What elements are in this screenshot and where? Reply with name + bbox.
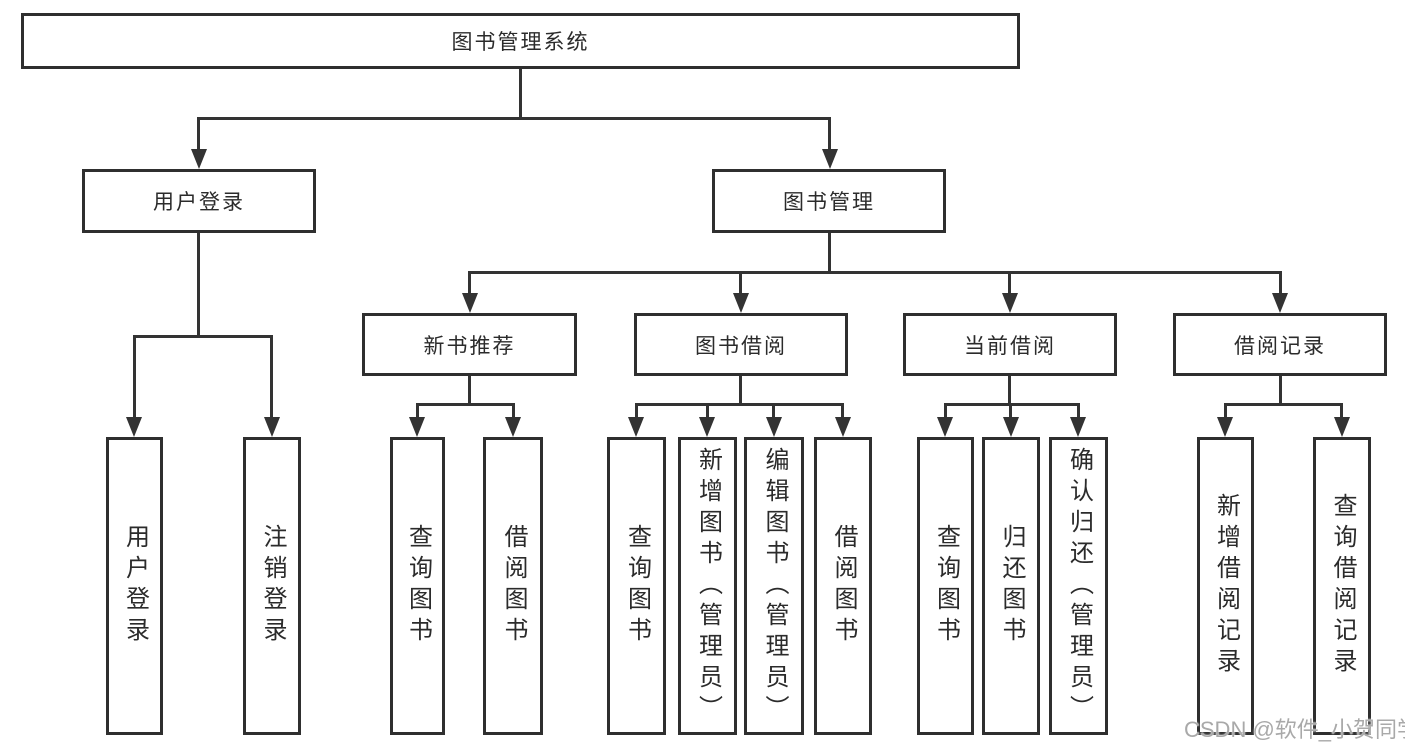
arrow-down-icon [733,293,749,313]
arrow-down-icon [1272,293,1288,313]
node-query-book-current: 查询图书 [917,437,974,735]
connector-line [739,271,742,295]
arrow-down-icon [191,149,207,169]
connector-line [706,403,709,419]
connector-line [1279,271,1282,295]
connector-line [519,66,522,120]
node-add-borrow-record: 新增借阅记录 [1197,437,1254,735]
node-borrow-book-recommend: 借阅图书 [483,437,543,735]
connector-line [1009,403,1012,419]
connector-line [635,403,844,406]
node-query-book-recommend: 查询图书 [390,437,445,735]
node-current-borrowing: 当前借阅 [903,313,1117,376]
arrow-down-icon [126,417,142,437]
connector-line [416,403,515,406]
connector-line [133,335,136,419]
connector-line [416,403,419,419]
node-book-management-system: 图书管理系统 [21,13,1020,69]
node-borrow-book: 借阅图书 [814,437,872,735]
connector-line [197,117,831,120]
connector-line [1077,403,1080,419]
node-user-login: 用户登录 [106,437,163,735]
connector-line [133,335,273,338]
connector-line [1008,271,1011,295]
arrow-down-icon [462,293,478,313]
connector-line [739,374,742,406]
arrow-down-icon [1217,417,1233,437]
node-new-book-recommend: 新书推荐 [362,313,577,376]
connector-line [828,117,831,151]
connector-line [270,335,273,419]
arrow-down-icon [409,417,425,437]
connector-line [635,403,638,419]
arrow-down-icon [835,417,851,437]
arrow-down-icon [766,417,782,437]
connector-line [944,403,947,419]
node-add-book-admin: 新增图书（管理员） [678,437,737,735]
arrow-down-icon [1002,293,1018,313]
node-edit-book-admin: 编辑图书（管理员） [744,437,804,735]
connector-line [468,374,471,406]
arrow-down-icon [1003,417,1019,437]
arrow-down-icon [822,149,838,169]
connector-line [197,230,200,338]
arrow-down-icon [1334,417,1350,437]
connector-line [1224,403,1343,406]
connector-line [468,271,471,295]
connector-line [1279,374,1282,406]
node-confirm-return-admin: 确认归还（管理员） [1049,437,1108,735]
connector-line [197,117,200,151]
arrow-down-icon [505,417,521,437]
watermark: CSDN @软件_小贺同学 [1184,717,1405,742]
node-user-login-group: 用户登录 [82,169,316,233]
connector-line [1224,403,1227,419]
connector-line [468,271,1282,274]
arrow-down-icon [1070,417,1086,437]
connector-line [1340,403,1343,419]
node-return-book: 归还图书 [982,437,1040,735]
connector-line [828,230,831,274]
node-query-borrow-record: 查询借阅记录 [1313,437,1371,735]
connector-line [512,403,515,419]
connector-line [772,403,775,419]
connector-line [841,403,844,419]
arrow-down-icon [628,417,644,437]
arrow-down-icon [264,417,280,437]
node-book-borrowing: 图书借阅 [634,313,848,376]
node-borrowing-records: 借阅记录 [1173,313,1387,376]
connector-line [944,403,1080,406]
connector-line [1008,374,1011,406]
node-query-book-borrowing: 查询图书 [607,437,666,735]
node-logout: 注销登录 [243,437,301,735]
arrow-down-icon [699,417,715,437]
node-book-management: 图书管理 [712,169,946,233]
arrow-down-icon [937,417,953,437]
